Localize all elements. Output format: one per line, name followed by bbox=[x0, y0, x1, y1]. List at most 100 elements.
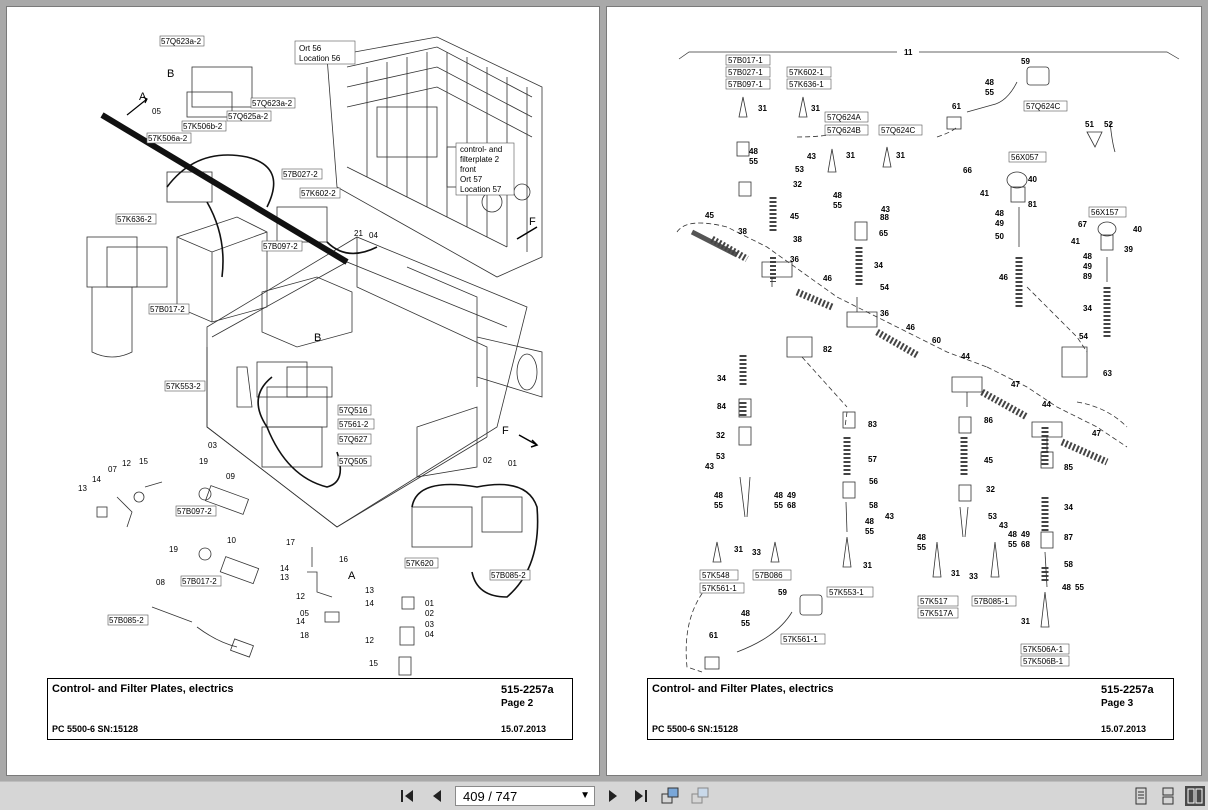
label-cf2: filterplate 2 bbox=[460, 155, 500, 164]
label-cf4: Ort 57 bbox=[460, 175, 483, 184]
label-49-d: 49 bbox=[1083, 262, 1092, 271]
label-68-b: 68 bbox=[787, 501, 796, 510]
label-56x057: 56X057 bbox=[1011, 153, 1039, 162]
label-40-a: 40 bbox=[1028, 175, 1037, 184]
label-57q625a: 57Q625a-2 bbox=[228, 112, 269, 121]
label-10: 10 bbox=[227, 536, 236, 545]
label-03-b: 03 bbox=[425, 620, 434, 629]
label-57k506b: 57K506b-2 bbox=[183, 122, 223, 131]
view-facing-icon[interactable] bbox=[1158, 786, 1178, 806]
page-number-select[interactable]: 409 / 747 ▼ bbox=[455, 786, 595, 806]
label-58-b: 58 bbox=[869, 501, 878, 510]
label-51: 51 bbox=[1085, 120, 1094, 129]
label-12: 12 bbox=[122, 459, 131, 468]
label-48-c: 48 bbox=[833, 191, 842, 200]
next-page-icon[interactable] bbox=[603, 786, 623, 806]
label-47-b: 47 bbox=[1092, 429, 1101, 438]
label-02-b: 02 bbox=[425, 609, 434, 618]
rotate-icon[interactable] bbox=[660, 786, 680, 806]
label-43-c: 43 bbox=[705, 462, 714, 471]
document-date: 15.07.2013 bbox=[501, 724, 547, 734]
label-55-j: 55 bbox=[741, 619, 750, 628]
label-54-b: 54 bbox=[1079, 332, 1088, 341]
label-57q624b: 57Q624B bbox=[827, 126, 861, 135]
chevron-down-icon: ▼ bbox=[580, 790, 590, 801]
label-36-b: 36 bbox=[880, 309, 889, 318]
label-48-g: 48 bbox=[714, 491, 723, 500]
label-48-l: 48 bbox=[1083, 252, 1092, 261]
label-55-i: 55 bbox=[865, 527, 874, 536]
label-09: 09 bbox=[226, 472, 235, 481]
label-82: 82 bbox=[823, 345, 832, 354]
label-48-e: 48 bbox=[1008, 530, 1017, 539]
label-cf3: front bbox=[460, 165, 477, 174]
label-45-a: 45 bbox=[790, 212, 799, 221]
label-59: 59 bbox=[1021, 57, 1030, 66]
label-48-b: 48 bbox=[749, 147, 758, 156]
label-52: 52 bbox=[1104, 120, 1113, 129]
label-32-c: 32 bbox=[716, 431, 725, 440]
label-32-a: 32 bbox=[793, 180, 802, 189]
prev-page-icon[interactable] bbox=[427, 786, 447, 806]
label-89: 89 bbox=[1083, 272, 1092, 281]
label-57561: 57561-2 bbox=[339, 420, 369, 429]
label-31-e: 31 bbox=[951, 569, 960, 578]
label-03: 03 bbox=[208, 441, 217, 450]
label-12-c: 12 bbox=[365, 636, 374, 645]
view-single-icon[interactable] bbox=[1185, 786, 1205, 806]
label-57b086: 57B086 bbox=[755, 571, 783, 580]
label-57b097-1: 57B097-1 bbox=[728, 80, 763, 89]
label-39: 39 bbox=[1124, 245, 1133, 254]
label-55-h: 55 bbox=[774, 501, 783, 510]
viewer-toolbar: 409 / 747 ▼ bbox=[0, 781, 1208, 810]
label-57q627: 57Q627 bbox=[339, 435, 368, 444]
label-07: 07 bbox=[108, 465, 117, 474]
fit-icon[interactable] bbox=[690, 786, 710, 806]
label-A-top: A bbox=[139, 91, 147, 103]
label-19-b: 19 bbox=[169, 545, 178, 554]
label-44-a: 44 bbox=[961, 352, 970, 361]
label-33-b: 33 bbox=[752, 548, 761, 557]
label-55-a: 55 bbox=[985, 88, 994, 97]
label-15: 15 bbox=[139, 457, 148, 466]
label-65: 65 bbox=[879, 229, 888, 238]
label-08: 08 bbox=[156, 578, 165, 587]
label-83: 83 bbox=[868, 420, 877, 429]
label-31-f: 31 bbox=[1021, 617, 1030, 626]
machine-model: PC 5500-6 SN:15128 bbox=[652, 724, 739, 734]
label-61-a: 61 bbox=[952, 102, 961, 111]
label-13-c: 13 bbox=[365, 586, 374, 595]
label-05: 05 bbox=[152, 107, 161, 116]
view-continuous-icon[interactable] bbox=[1131, 786, 1151, 806]
document-number: 515-2257a bbox=[501, 684, 554, 696]
label-40-b: 40 bbox=[1133, 225, 1142, 234]
label-63: 63 bbox=[1103, 369, 1112, 378]
first-page-icon[interactable] bbox=[398, 786, 418, 806]
label-41-b: 41 bbox=[1071, 237, 1080, 246]
label-34-d: 34 bbox=[1083, 304, 1092, 313]
label-11: 11 bbox=[904, 48, 913, 57]
label-57k517a: 57K517A bbox=[920, 609, 954, 618]
drawing-right: 11 57B017-1 57B027-1 57B097-1 57K602-1 5… bbox=[676, 48, 1180, 673]
label-34-b: 34 bbox=[1064, 503, 1073, 512]
machine-model: PC 5500-6 SN:15128 bbox=[52, 724, 139, 734]
label-04: 04 bbox=[369, 231, 378, 240]
label-86: 86 bbox=[984, 416, 993, 425]
label-57k506a: 57K506a-2 bbox=[148, 134, 188, 143]
label-57k561-1-b: 57K561-1 bbox=[783, 635, 818, 644]
label-55-c: 55 bbox=[833, 201, 842, 210]
label-31-h: 31 bbox=[863, 561, 872, 570]
last-page-icon[interactable] bbox=[630, 786, 650, 806]
label-61-b: 61 bbox=[709, 631, 718, 640]
label-12-b: 12 bbox=[296, 592, 305, 601]
label-48-i: 48 bbox=[865, 517, 874, 526]
label-57k506a-1: 57K506A-1 bbox=[1023, 645, 1064, 654]
label-33-a: 33 bbox=[969, 572, 978, 581]
label-57b017: 57B017-2 bbox=[150, 305, 185, 314]
label-05-b: 05 bbox=[300, 609, 309, 618]
label-57: 57 bbox=[868, 455, 877, 464]
page-number: Page 3 bbox=[1101, 698, 1134, 709]
label-57k561-1: 57K561-1 bbox=[702, 584, 737, 593]
label-57b017-1: 57B017-1 bbox=[728, 56, 763, 65]
label-81: 81 bbox=[1028, 200, 1037, 209]
